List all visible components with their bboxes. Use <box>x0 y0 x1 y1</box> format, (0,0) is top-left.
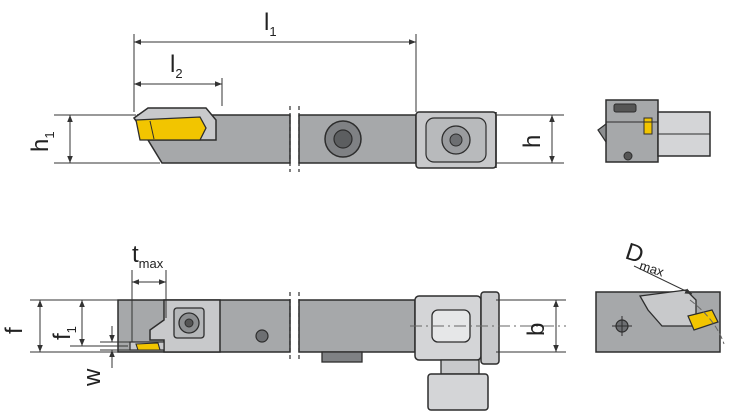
bottom-clamp-screw-inner <box>184 318 194 328</box>
bottom-pin <box>255 329 269 343</box>
label-h: h <box>519 135 546 148</box>
dim-dmax-line <box>633 265 693 295</box>
top-side-view <box>132 106 497 172</box>
end-view-tip <box>597 122 607 144</box>
label-f1: f1 <box>49 326 79 340</box>
label-b: b <box>523 323 550 336</box>
bottom-coupling-nut <box>480 291 500 365</box>
bottom-lower-screw <box>321 351 363 363</box>
bottom-front-view <box>117 291 566 411</box>
bottom-detail-view <box>595 265 725 353</box>
label-f: f <box>1 327 28 334</box>
end-view-top-slot <box>613 103 637 113</box>
top-insert-edge <box>149 120 155 140</box>
top-dimensions <box>54 34 564 164</box>
label-l2: l2 <box>170 51 183 81</box>
detail-arc <box>689 299 725 345</box>
top-coupling-bolt-inner <box>449 133 463 147</box>
end-view-insert <box>643 117 653 135</box>
label-tmax: tmax <box>132 241 164 271</box>
top-insert <box>135 116 207 141</box>
end-view-bolt <box>623 151 633 161</box>
bottom-coupling-foot <box>427 373 489 411</box>
bottom-coupling-stem <box>440 359 480 375</box>
top-end-view <box>597 99 711 163</box>
bottom-insert <box>135 342 161 351</box>
label-h1: h1 <box>27 131 57 152</box>
bottom-shank-right <box>298 299 416 353</box>
top-screw-inner <box>333 129 353 149</box>
label-l1: l1 <box>264 9 277 39</box>
label-dmax: Dmax <box>621 238 671 280</box>
label-w: w <box>79 368 106 387</box>
bottom-dimensions <box>30 270 566 368</box>
